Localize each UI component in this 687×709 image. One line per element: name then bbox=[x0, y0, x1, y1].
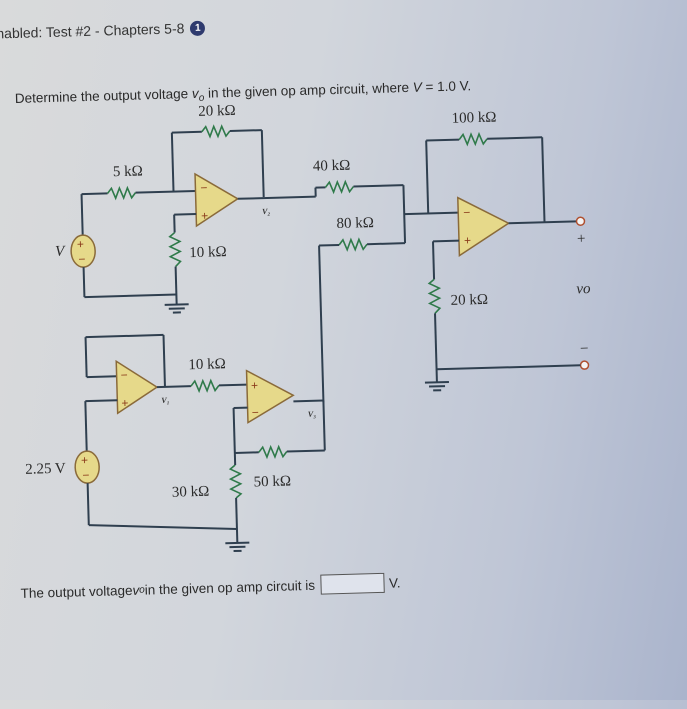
source-v-label: V bbox=[55, 244, 66, 260]
svg-text:−: − bbox=[463, 205, 470, 219]
resistor-10k-series bbox=[191, 380, 219, 391]
resistor-10k-b-label: 10 kΩ bbox=[188, 356, 226, 373]
resistor-80k bbox=[339, 239, 367, 250]
svg-text:−: − bbox=[120, 368, 127, 382]
output-minus-label: − bbox=[580, 341, 589, 357]
output-terminal-plus bbox=[576, 217, 584, 225]
voltage-source-v: + − bbox=[70, 194, 97, 298]
node-v3-label: V₃ bbox=[308, 410, 317, 419]
svg-text:+: + bbox=[251, 378, 258, 392]
assignment-header: Enabled: Test #2 - Chapters 5-8 1 bbox=[0, 20, 206, 42]
node-v2-label: V₂ bbox=[262, 207, 271, 216]
info-badge-icon[interactable]: 1 bbox=[190, 20, 205, 35]
resistor-10k-ground bbox=[170, 232, 181, 266]
resistor-100k-feedback bbox=[459, 134, 487, 145]
output-plus-label: + bbox=[577, 231, 586, 247]
resistor-5k bbox=[107, 188, 135, 199]
output-terminal-minus bbox=[580, 361, 588, 369]
resistor-20k-label: 20 kΩ bbox=[198, 103, 236, 120]
resistor-30k-ground bbox=[230, 465, 241, 498]
answer-prefix: The output voltage bbox=[20, 582, 132, 600]
node-v1-label: V₁ bbox=[161, 396, 169, 405]
svg-text:+: + bbox=[464, 233, 471, 247]
plus-sign-icon: + bbox=[81, 453, 88, 467]
ground-icon-3 bbox=[425, 382, 449, 391]
resistor-50k-feedback bbox=[259, 447, 287, 458]
svg-text:+: + bbox=[121, 396, 128, 410]
minus-sign-icon: − bbox=[82, 468, 89, 482]
resistor-20k-ground bbox=[429, 279, 440, 313]
svg-text:+: + bbox=[201, 209, 208, 223]
assignment-title: Enabled: Test #2 - Chapters 5-8 bbox=[0, 20, 185, 42]
resistor-5k-label: 5 kΩ bbox=[113, 163, 143, 180]
resistor-20k-feedback bbox=[202, 126, 230, 137]
resistor-50k-label: 50 kΩ bbox=[253, 473, 291, 490]
resistor-40k bbox=[325, 182, 353, 193]
resistor-100k-label: 100 kΩ bbox=[451, 110, 496, 127]
resistor-20k-b-label: 20 kΩ bbox=[450, 292, 488, 309]
output-vo-label: vo bbox=[576, 281, 591, 297]
resistor-30k-label: 30 kΩ bbox=[172, 484, 210, 501]
resistor-80k-label: 80 kΩ bbox=[336, 215, 374, 232]
answer-middle: in the given op amp circuit is bbox=[145, 577, 316, 597]
resistor-40k-label: 40 kΩ bbox=[313, 158, 351, 175]
op-amp-circuit-diagram: + − V 5 kΩ 20 kΩ − + V₂ 10 kΩ bbox=[0, 80, 687, 569]
ground-icon-2 bbox=[225, 543, 249, 552]
source-2-25v-label: 2.25 V bbox=[25, 461, 66, 478]
svg-text:−: − bbox=[252, 405, 259, 419]
answer-unit: V. bbox=[389, 575, 401, 590]
voltage-source-2-25v: + − bbox=[75, 451, 100, 484]
answer-input[interactable] bbox=[320, 573, 385, 595]
resistor-10k-a-label: 10 kΩ bbox=[189, 244, 227, 261]
minus-sign-icon: − bbox=[78, 252, 85, 266]
svg-text:−: − bbox=[200, 181, 207, 195]
ground-icon-1 bbox=[165, 304, 189, 313]
plus-sign-icon: + bbox=[77, 237, 84, 251]
